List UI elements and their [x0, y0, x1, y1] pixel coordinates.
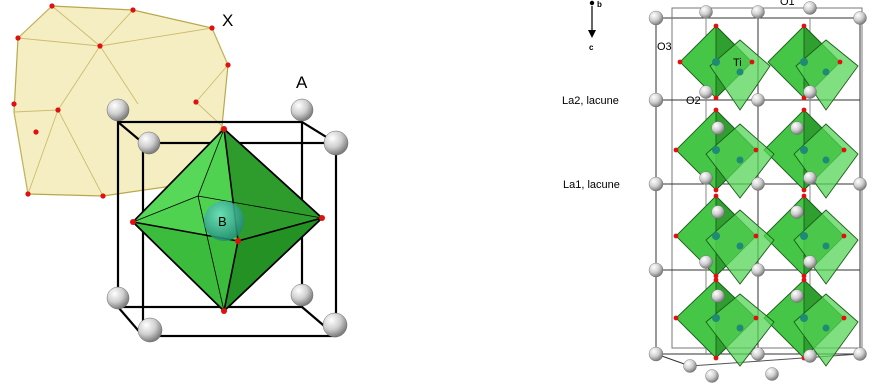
right-la-ti-o-structure: b c [562, 0, 867, 383]
x-oxygen-atoms [11, 3, 231, 199]
la-lacune-atoms [648, 1, 867, 383]
label-o3: O3 [657, 41, 672, 53]
label-o2: O2 [686, 95, 701, 107]
tio6-octahedra [675, 24, 859, 367]
axis-b-label: b [597, 0, 602, 9]
octahedron-row-3 [675, 194, 859, 285]
label-o1: O1 [780, 0, 795, 8]
oxygen-atoms [673, 23, 847, 361]
octahedron-row-2 [675, 108, 859, 199]
axis-c-label: c [589, 43, 594, 52]
bo6-octahedron [130, 126, 325, 314]
label-a: A [296, 73, 308, 92]
left-perovskite-diagram: X A B [11, 3, 349, 343]
label-la1-lacune: La1, lacune [563, 179, 620, 191]
b-site-atom [204, 201, 244, 241]
ti-atoms [712, 58, 830, 332]
axes-indicator: b c [588, 0, 602, 52]
octahedron-row-4 [675, 278, 859, 367]
label-x: X [222, 11, 233, 30]
label-ti: Ti [733, 57, 742, 69]
label-b: B [218, 214, 227, 229]
label-la2-lacune: La2, lacune [562, 95, 619, 107]
a-site-atoms [106, 98, 349, 343]
